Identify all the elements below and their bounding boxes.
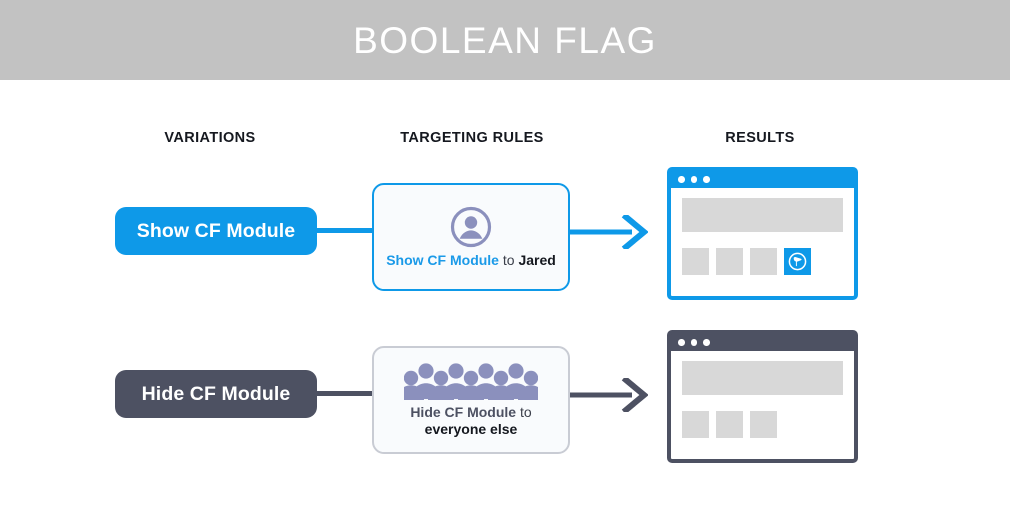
flow-arrow-hide [570,375,649,415]
targeting-rule-card-show[interactable]: Show CF Module to Jared [372,183,570,291]
rule-variation-name: Hide CF Module [410,404,517,420]
browser-viewport [671,351,854,459]
speech-bubble-flag-icon [788,252,807,271]
module-tile-row [682,248,843,275]
module-tile [716,411,743,438]
rule-connector-word: to [519,404,532,420]
module-tile-row [682,411,843,438]
targeting-rule-card-hide[interactable]: Hide CF Module to everyone else [372,346,570,454]
browser-titlebar [671,171,854,188]
browser-dot-icon [703,339,710,346]
variation-pill-label: Show CF Module [136,219,296,242]
module-tile [750,248,777,275]
variation-pill-show[interactable]: Show CF Module [115,207,317,255]
flag-row-show: Show CF Module Show CF Module to Jared [0,165,1010,305]
result-browser-window-show [667,167,858,300]
module-tile [716,248,743,275]
module-tile [682,248,709,275]
flag-row-hide: Hide CF Module [0,328,1010,468]
browser-dot-icon [703,176,710,183]
header-banner: BOOLEAN FLAG [0,0,1010,80]
browser-dot-icon [690,339,697,346]
crowd-of-people-icon [404,362,538,400]
module-tile [682,411,709,438]
cf-module-tile-highlighted [784,248,811,275]
targeting-rule-text-show: Show CF Module to Jared [386,252,556,269]
content-placeholder-block [682,198,843,232]
page-title: BOOLEAN FLAG [353,19,657,61]
column-header-targeting-rules: TARGETING RULES [400,130,544,146]
result-browser-window-hide [667,330,858,463]
column-header-variations: VARIATIONS [164,130,256,146]
connector-line-hide [300,391,378,396]
module-tile [750,411,777,438]
flow-arrow-show [570,212,649,252]
rule-variation-name: Show CF Module [386,251,499,268]
column-header-results: RESULTS [725,130,795,146]
browser-dot-icon [678,339,685,346]
rule-connector-word: to [502,251,515,268]
variation-pill-hide[interactable]: Hide CF Module [115,370,317,418]
browser-titlebar [671,334,854,351]
rule-target-audience: everyone else [424,421,518,437]
single-person-icon [450,206,492,248]
targeting-rule-text-hide: Hide CF Module to everyone else [410,404,531,438]
browser-dot-icon [678,176,685,183]
content-placeholder-block [682,361,843,395]
rule-target-audience: Jared [518,251,556,268]
connector-line-show [300,228,378,233]
browser-dot-icon [690,176,697,183]
browser-viewport [671,188,854,296]
variation-pill-label: Hide CF Module [141,382,291,405]
